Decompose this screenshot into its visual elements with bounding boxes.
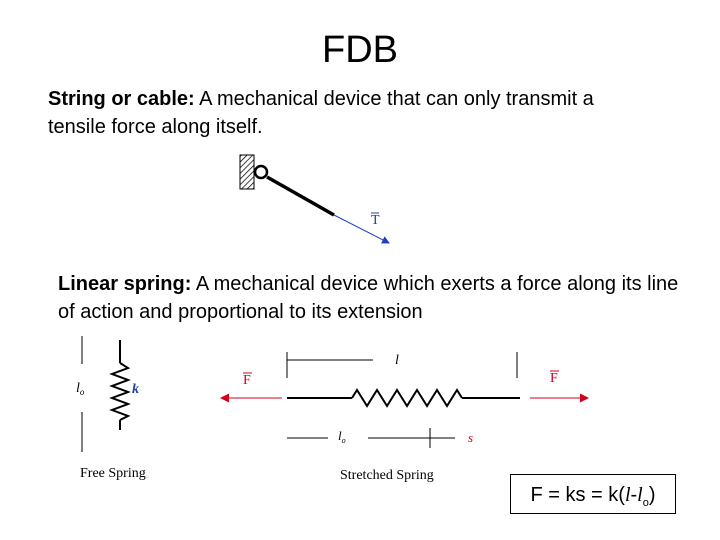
- free-spring-coil: [109, 362, 131, 421]
- formula-mid: = ks = k(: [542, 484, 625, 506]
- spring-term: Linear spring:: [58, 273, 192, 295]
- cable-figure: T: [239, 154, 390, 244]
- stiffness-label: k: [132, 382, 139, 397]
- extension-label: s: [468, 430, 473, 445]
- free-spring-figure: lo k Free Spring: [76, 336, 146, 481]
- tension-arrow: [333, 214, 390, 244]
- force-label-left: F: [243, 373, 251, 388]
- stretched-spring-coil: [351, 388, 463, 408]
- stretched-spring-caption: Stretched Spring: [340, 468, 434, 483]
- tension-label: T: [371, 213, 380, 228]
- spring-text: A mechanical device which exerts a force…: [58, 273, 679, 323]
- length-label: l: [395, 353, 399, 368]
- natural-length-label: lo: [338, 428, 346, 445]
- free-length-label: lo: [76, 381, 85, 397]
- formula-lhs: F: [530, 484, 543, 506]
- wall-hatch: [239, 154, 255, 190]
- slide-title: FDB: [322, 29, 398, 71]
- string-definition: String or cable: A mechanical device tha…: [48, 85, 648, 141]
- formula-dash: -: [630, 484, 638, 506]
- formula-sub: o: [642, 497, 649, 509]
- formula-l: l: [624, 484, 631, 506]
- formula-l2: l: [637, 484, 643, 506]
- formula-close: ): [648, 484, 656, 506]
- string-text: A mechanical device that can only transm…: [48, 88, 594, 138]
- spring-law-formula: F = ks = k(l-lo): [510, 474, 676, 514]
- spring-definition: Linear spring: A mechanical device which…: [58, 270, 698, 326]
- pin-joint: [253, 164, 269, 180]
- cable-line: [266, 175, 335, 217]
- stretched-spring-figure: l F F lo s Stretched Spring: [220, 352, 589, 483]
- force-label-right: F: [550, 371, 558, 386]
- string-term: String or cable:: [48, 88, 195, 110]
- free-spring-caption: Free Spring: [80, 466, 146, 481]
